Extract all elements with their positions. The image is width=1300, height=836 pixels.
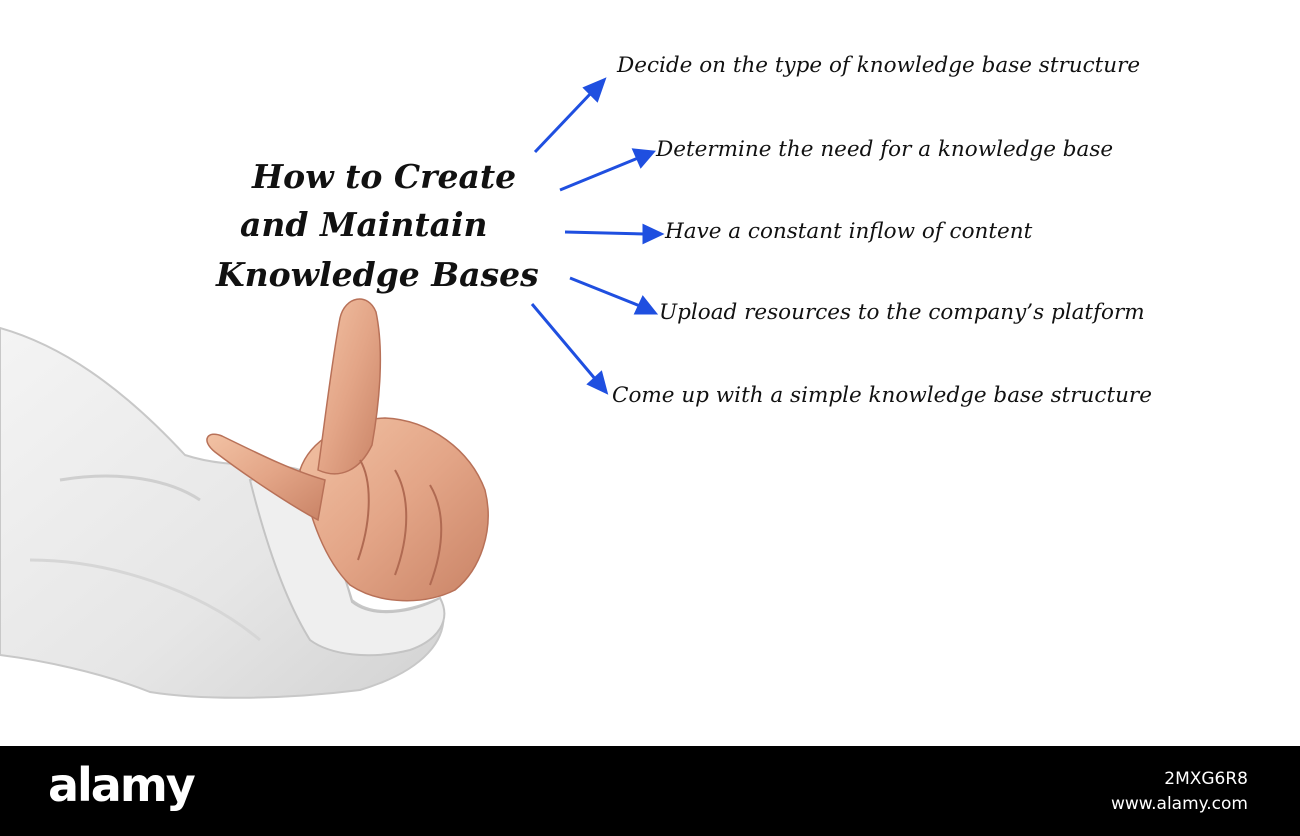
site-url: www.alamy.com <box>1111 796 1248 813</box>
step-5: Come up with a simple knowledge base str… <box>612 385 1152 407</box>
diagram-area: How to Create and Maintain Knowledge Bas… <box>0 0 1300 746</box>
arrow-3 <box>565 232 645 234</box>
arrow-5 <box>532 304 596 380</box>
arrowhead-2-icon <box>634 150 653 166</box>
arrowhead-3-icon <box>644 226 661 242</box>
arrow-2 <box>560 158 638 190</box>
alamy-logo: alamy <box>48 762 194 808</box>
step-1: Decide on the type of knowledge base str… <box>617 55 1140 77</box>
arrow-group <box>0 0 1300 746</box>
image-id: 2MXG6R8 <box>1164 771 1248 788</box>
step-3: Have a constant inflow of content <box>665 221 1032 243</box>
arrow-4 <box>570 278 640 306</box>
step-4: Upload resources to the company’s platfo… <box>659 302 1145 324</box>
arrowhead-4-icon <box>636 298 655 313</box>
step-2: Determine the need for a knowledge base <box>656 139 1113 161</box>
watermark-bar: alamy 2MXG6R8 www.alamy.com <box>0 746 1300 836</box>
arrow-1 <box>535 92 592 152</box>
